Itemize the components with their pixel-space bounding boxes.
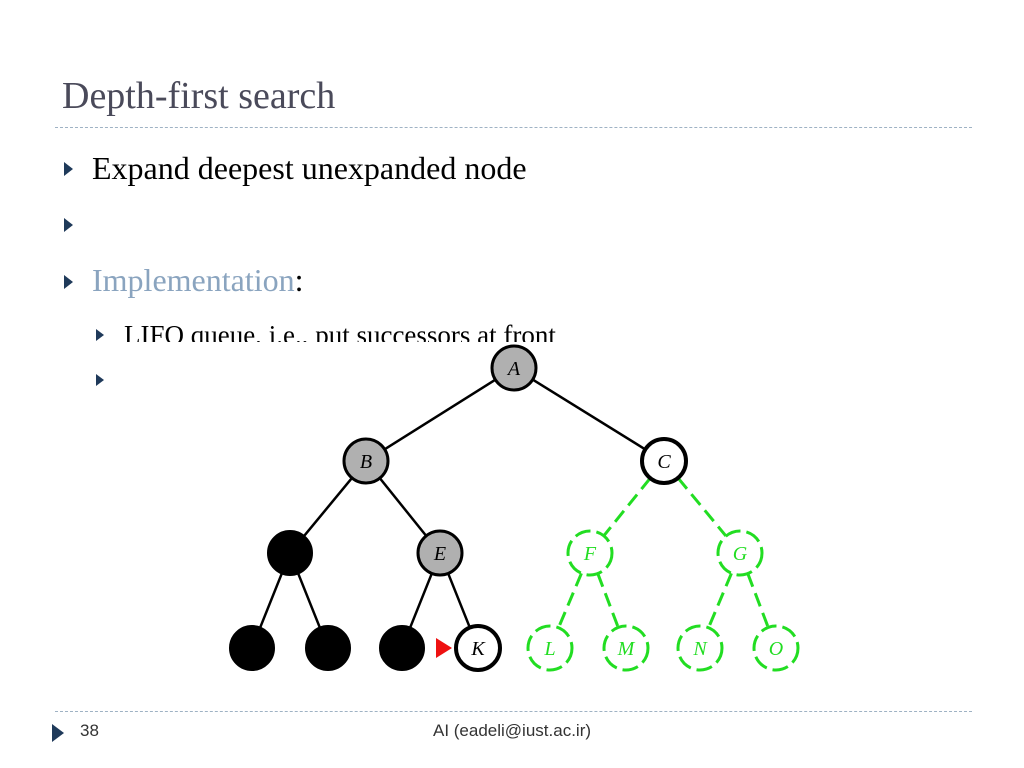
tree-edge-D-I: [297, 572, 321, 629]
tree-edge-G-O: [746, 573, 770, 628]
tree-node-H: [229, 625, 275, 671]
sub-bullet-marker-1: [96, 329, 104, 341]
implementation-term: Implementation: [92, 262, 295, 298]
tree-node-label-E: E: [433, 543, 446, 565]
tree-edge-A-C: [532, 378, 646, 451]
bullet-text-1: Expand deepest unexpanded node: [92, 150, 527, 186]
colon: :: [294, 262, 304, 298]
page-number: 38: [80, 721, 99, 740]
footer-text: AI (eadeli@iust.ac.ir): [432, 721, 592, 740]
tree-node-label-F: F: [583, 543, 597, 565]
tree-node-J: [379, 625, 425, 671]
bullet-marker-3: [64, 275, 73, 289]
tree-node-C: C: [640, 437, 688, 485]
tree-node-L: L: [526, 624, 574, 672]
tree-node-label-N: N: [692, 638, 708, 660]
tree-edge-B-E: [378, 477, 428, 537]
current-node-marker-icon: [436, 638, 452, 658]
tree-edge-C-G: [676, 477, 728, 537]
sub-bullet-marker-2: [96, 374, 104, 386]
tree-edge-B-D: [303, 477, 353, 537]
tree-edge-G-N: [707, 572, 733, 629]
tree-node-label-G: G: [733, 543, 748, 565]
tree-node-label-O: O: [769, 638, 783, 660]
bullet-marker-1: [64, 162, 73, 176]
tree-edge-D-H: [259, 572, 283, 629]
tree-node-O: O: [752, 624, 800, 672]
tree-node-F: F: [566, 529, 614, 577]
tree-node-K: K: [454, 624, 502, 672]
tree-node-label-M: M: [617, 638, 636, 660]
title-divider: [55, 127, 972, 128]
footer-divider: [55, 711, 972, 712]
bullet-text-3: Implementation:: [92, 262, 304, 299]
tree-edge-F-M: [596, 573, 620, 628]
bullet-marker-2: [64, 218, 73, 232]
tree-edge-A-B: [383, 378, 497, 451]
tree-node-label-L: L: [543, 638, 555, 660]
tree-node-M: M: [602, 624, 650, 672]
sub-bullet-text-1: LIFO queue, i.e., put successors at fron…: [124, 320, 556, 342]
tree-edge-E-J: [409, 572, 433, 629]
tree-node-A: A: [490, 344, 538, 392]
tree-edge-F-L: [557, 572, 583, 629]
tree-node-E: E: [416, 529, 464, 577]
tree-node-label-C: C: [657, 451, 671, 473]
tree-edge-C-F: [602, 477, 652, 537]
tree-node-label-B: B: [360, 451, 372, 473]
slide-title: Depth-first search: [62, 75, 336, 117]
tree-edge-E-K: [447, 572, 471, 629]
tree-node-label-K: K: [470, 638, 486, 660]
tree-node-I: [305, 625, 351, 671]
tree-node-label-A: A: [506, 358, 521, 380]
tree-node-D: [267, 530, 313, 576]
tree-node-B: B: [342, 437, 390, 485]
tree-node-G: G: [716, 529, 764, 577]
tree-node-N: N: [676, 624, 724, 672]
footer-triangle-icon: [52, 724, 64, 742]
